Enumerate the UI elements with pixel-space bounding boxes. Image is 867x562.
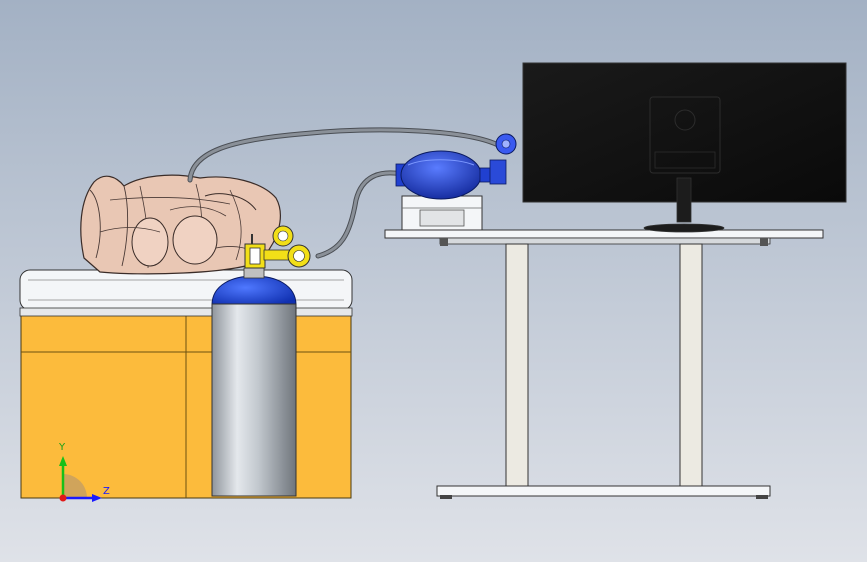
- oxygen-hose-top: [187, 127, 503, 183]
- axis-z-label: Z: [103, 486, 110, 497]
- coordinate-triad: [59, 456, 102, 502]
- flow-gauge[interactable]: [287, 244, 311, 268]
- mannequin-model[interactable]: [80, 174, 281, 275]
- pressure-gauge[interactable]: [272, 225, 294, 247]
- axis-y-label: Y: [59, 442, 66, 453]
- bag-stand[interactable]: [401, 195, 483, 231]
- oxygen-hose-bag: [315, 170, 405, 259]
- monitor[interactable]: [522, 62, 847, 233]
- pressure-regulator[interactable]: [244, 234, 293, 269]
- mattress[interactable]: [19, 269, 353, 317]
- oxygen-cylinder[interactable]: [211, 267, 297, 497]
- bag-valve-resuscitator[interactable]: [395, 133, 517, 200]
- desk[interactable]: [384, 229, 824, 499]
- cabinet[interactable]: [20, 314, 352, 499]
